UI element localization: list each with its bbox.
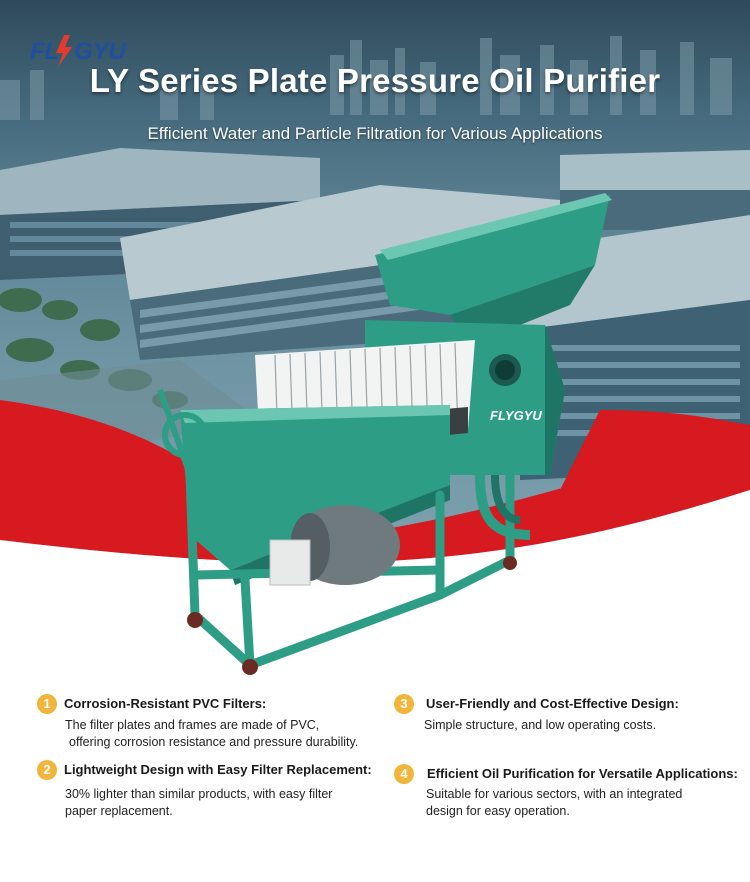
oil-purifier-machine-image: FLYGYU xyxy=(150,175,620,685)
feature-description: Simple structure, and low operating cost… xyxy=(424,717,724,734)
machine-illustration: FLYGYU xyxy=(157,193,612,675)
svg-text:GYU: GYU xyxy=(74,38,127,65)
page-subtitle: Efficient Water and Particle Filtration … xyxy=(147,124,603,143)
page-title: LY Series Plate Pressure Oil Purifier xyxy=(89,62,661,99)
feature-title: Corrosion-Resistant PVC Filters: xyxy=(64,696,267,711)
feature-title: User-Friendly and Cost-Effective Design: xyxy=(426,696,679,711)
feature-description-line: The filter plates and frames are made of… xyxy=(65,718,320,732)
svg-text:FL: FL xyxy=(30,38,59,65)
feature-description-line: 30% lighter than similar products, with … xyxy=(65,787,333,801)
feature-item: 3 User-Friendly and Cost-Effective Desig… xyxy=(394,694,734,744)
feature-description-line: paper replacement. xyxy=(65,804,173,818)
feature-description: Suitable for various sectors, with an in… xyxy=(426,786,726,820)
feature-description-line: offering corrosion resistance and pressu… xyxy=(69,735,359,749)
feature-number-badge: 3 xyxy=(394,694,414,714)
feature-description: The filter plates and frames are made of… xyxy=(65,717,385,751)
feature-number-badge: 4 xyxy=(394,764,414,784)
feature-item: 2 Lightweight Design with Easy Filter Re… xyxy=(37,760,377,820)
feature-number-badge: 1 xyxy=(37,694,57,714)
feature-title: Lightweight Design with Easy Filter Repl… xyxy=(64,762,372,777)
feature-item: 4 Efficient Oil Purification for Versati… xyxy=(394,764,744,824)
brand-logo: FL GYU xyxy=(30,33,150,74)
feature-item: 1 Corrosion-Resistant PVC Filters: The f… xyxy=(37,694,377,754)
feature-title: Efficient Oil Purification for Versatile… xyxy=(427,766,738,781)
feature-description: 30% lighter than similar products, with … xyxy=(65,786,385,820)
flygyu-logo-icon: FL GYU xyxy=(30,35,127,67)
feature-description-line: design for easy operation. xyxy=(426,804,570,818)
feature-description-line: Simple structure, and low operating cost… xyxy=(424,718,657,732)
machine-brand-plate: FLYGYU xyxy=(490,408,542,423)
feature-description-line: Suitable for various sectors, with an in… xyxy=(426,787,683,801)
feature-number-badge: 2 xyxy=(37,760,57,780)
